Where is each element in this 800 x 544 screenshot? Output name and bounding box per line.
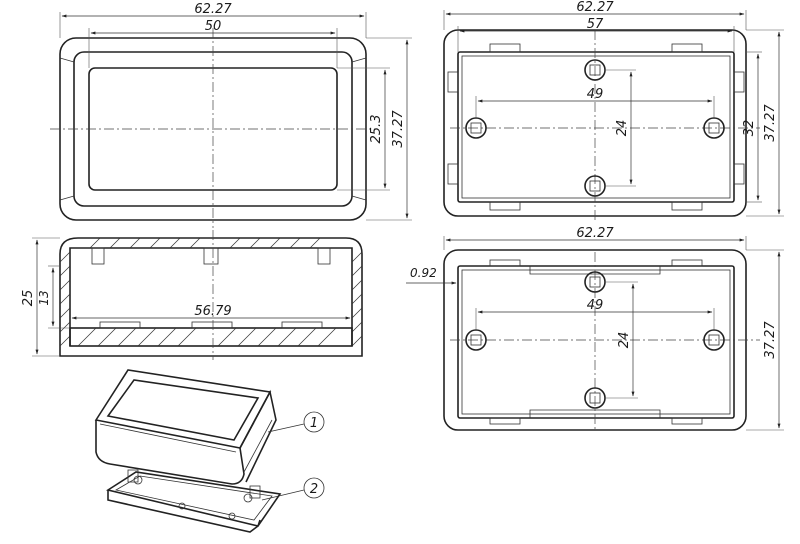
- section-height-total: 25: [21, 290, 36, 307]
- tr-width-inner: 57: [587, 17, 604, 32]
- callout-1: 1: [310, 416, 318, 431]
- tl-width-inner: 50: [205, 19, 222, 34]
- tr-height-outer: 37.27: [763, 104, 778, 142]
- section-width-inner: 56.79: [194, 304, 231, 319]
- callout-2-circle: [303, 477, 325, 499]
- base-plate: [105, 469, 282, 533]
- br-height-outer: 37.27: [763, 321, 778, 359]
- tr-hole-spacing-y: 24: [615, 120, 630, 137]
- plate-hatching: [77, 327, 337, 347]
- tr-height-inner: 32: [742, 120, 757, 137]
- section-hatching: [59, 237, 363, 347]
- callout-2: 2: [310, 482, 318, 497]
- top-left-view: 62.27 50 25.3 37.27: [50, 2, 412, 228]
- br-width-outer: 62.27: [576, 226, 614, 241]
- br-wall: 0.92: [410, 266, 437, 280]
- enclosure-body: [94, 369, 277, 485]
- top-right-view: 62.27 57 49 24 32 37.27: [443, 0, 784, 220]
- tr-hole-spacing-x: 49: [587, 87, 604, 102]
- isometric-view: 1 2: [94, 369, 325, 533]
- br-hole-spacing-x: 49: [587, 298, 604, 313]
- tl-width-outer: 62.27: [194, 2, 232, 17]
- bottom-right-view: 62.27 0.92 49 24 37.27: [406, 226, 784, 432]
- tl-height-outer: 37.27: [391, 110, 406, 148]
- callout-1-circle: [303, 411, 325, 433]
- tr-width-outer: 62.27: [576, 0, 614, 15]
- br-hole-spacing-y: 24: [617, 332, 632, 349]
- section-view: 25 13 56.79: [21, 230, 363, 360]
- section-height-inner: 13: [37, 290, 51, 305]
- tl-height-inner: 25.3: [369, 115, 384, 144]
